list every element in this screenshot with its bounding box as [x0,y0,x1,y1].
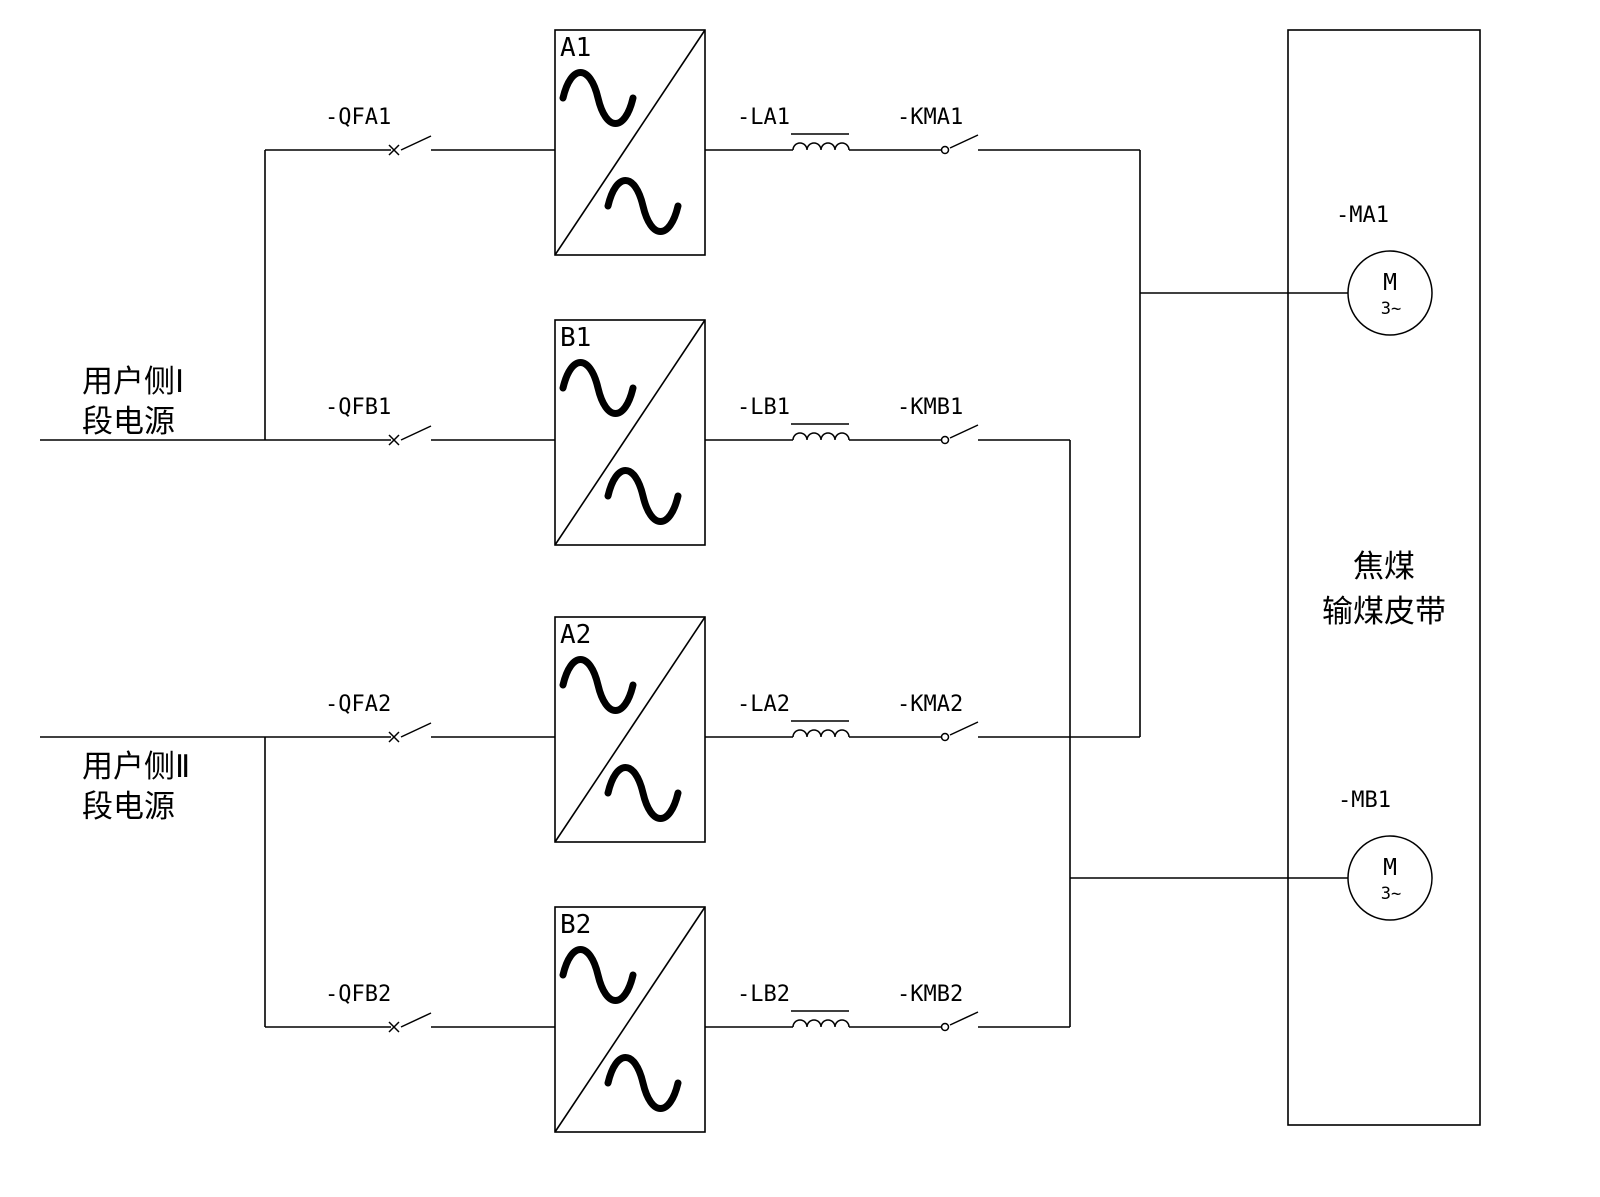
contactor-blade-icon [949,721,979,736]
source-2-label-line2: 段电源 [82,789,175,825]
breaker-qfb2: -QFB2 [325,982,432,1033]
converter-diagonal [554,29,706,256]
reactor-coil-icon [792,729,850,738]
converter-diagonal [554,906,706,1133]
motor-circle-icon [1347,835,1433,921]
sine-wave-icon [604,177,682,235]
contactor-kma1: -KMA1 [897,105,979,155]
source-1-label-line2: 段电源 [82,404,175,440]
breaker-label: -QFB1 [325,395,391,420]
load-box: 焦煤 输煤皮带 [1287,29,1481,1126]
reactor-label: -LB1 [737,395,790,420]
load-label-line2: 输煤皮带 [1322,594,1446,630]
source-1-label-line1: 用户侧Ⅰ [82,364,184,400]
contactor-blade-icon [949,424,979,439]
contactor-contact-icon [940,435,950,445]
reactor-label: -LA1 [737,105,790,130]
converter-diagonal [554,616,706,843]
converter-a1: A1 [554,29,706,256]
converter-b1: B1 [554,319,706,546]
converter-b2: B2 [554,906,706,1133]
converter-box [554,29,706,256]
breaker-qfa2: -QFA2 [325,692,432,743]
sine-wave-icon [559,656,637,714]
branch-a1: -QFA1 A1 -LA1 -KMA1 [265,29,1140,256]
sine-wave-icon [604,1054,682,1112]
sine-wave-icon [559,69,637,127]
reactor-coil-icon [792,432,850,441]
reactor-coil-icon [792,1019,850,1028]
load-outline [1287,29,1481,1126]
source-2: 用户侧Ⅱ 段电源 [40,736,266,1027]
converter-a2: A2 [554,616,706,843]
reactor-coil-icon [792,142,850,151]
contactor-kma2: -KMA2 [897,692,979,742]
sine-wave-icon [559,946,637,1004]
contactor-label: -KMA2 [897,692,963,717]
contactor-contact-icon [940,145,950,155]
converter-box [554,906,706,1133]
breaker-label: -QFA2 [325,692,391,717]
breaker-blade-icon [400,425,432,441]
breaker-label: -QFB2 [325,982,391,1007]
reactor-label: -LB2 [737,982,790,1007]
converter-diagonal [554,319,706,546]
converter-label: B2 [560,910,591,940]
contactor-contact-icon [940,732,950,742]
breaker-cross-icon [388,1021,400,1033]
reactor-lb1: -LB1 [737,395,850,441]
contactor-kmb1: -KMB1 [897,395,979,445]
breaker-blade-icon [400,1012,432,1028]
contactor-kmb2: -KMB2 [897,982,979,1032]
motor-letter: M [1383,270,1397,296]
breaker-label: -QFA1 [325,105,391,130]
motor-ma1: -MA1 M 3~ [1336,203,1433,336]
source-2-label-line1: 用户侧Ⅱ [82,749,190,785]
converter-box [554,616,706,843]
breaker-blade-icon [400,135,432,151]
converter-label: B1 [560,323,591,353]
sine-wave-icon [559,359,637,417]
sine-wave-icon [604,764,682,822]
reactor-la1: -LA1 [737,105,850,151]
contactor-label: -KMB2 [897,982,963,1007]
converter-box [554,319,706,546]
output-ties [1069,150,1348,1027]
motor-letter: M [1383,855,1397,881]
source-1: 用户侧Ⅰ 段电源 [40,150,266,441]
motor-circle-icon [1347,250,1433,336]
breaker-cross-icon [388,144,400,156]
reactor-lb2: -LB2 [737,982,850,1028]
sine-wave-icon [604,467,682,525]
motor-phase: 3~ [1381,884,1401,904]
contactor-blade-icon [949,1011,979,1026]
converter-label: A2 [560,620,591,650]
reactor-la2: -LA2 [737,692,850,738]
contactor-blade-icon [949,134,979,149]
motor-label: -MA1 [1336,203,1389,228]
contactor-label: -KMB1 [897,395,963,420]
converter-label: A1 [560,33,591,63]
branch-b2: -QFB2 B2 -LB2 -KMB2 [265,906,1070,1133]
motor-mb1: -MB1 M 3~ [1338,788,1433,921]
breaker-qfa1: -QFA1 [325,105,432,156]
breaker-qfb1: -QFB1 [325,395,432,446]
breaker-cross-icon [388,434,400,446]
breaker-cross-icon [388,731,400,743]
contactor-contact-icon [940,1022,950,1032]
load-label-line1: 焦煤 [1353,549,1415,585]
branch-b1: -QFB1 B1 -LB1 -KMB1 [265,319,1070,546]
breaker-blade-icon [400,722,432,738]
motor-label: -MB1 [1338,788,1391,813]
reactor-label: -LA2 [737,692,790,717]
motor-phase: 3~ [1381,299,1401,319]
branch-a2: -QFA2 A2 -LA2 -KMA2 [265,616,1140,843]
contactor-label: -KMA1 [897,105,963,130]
